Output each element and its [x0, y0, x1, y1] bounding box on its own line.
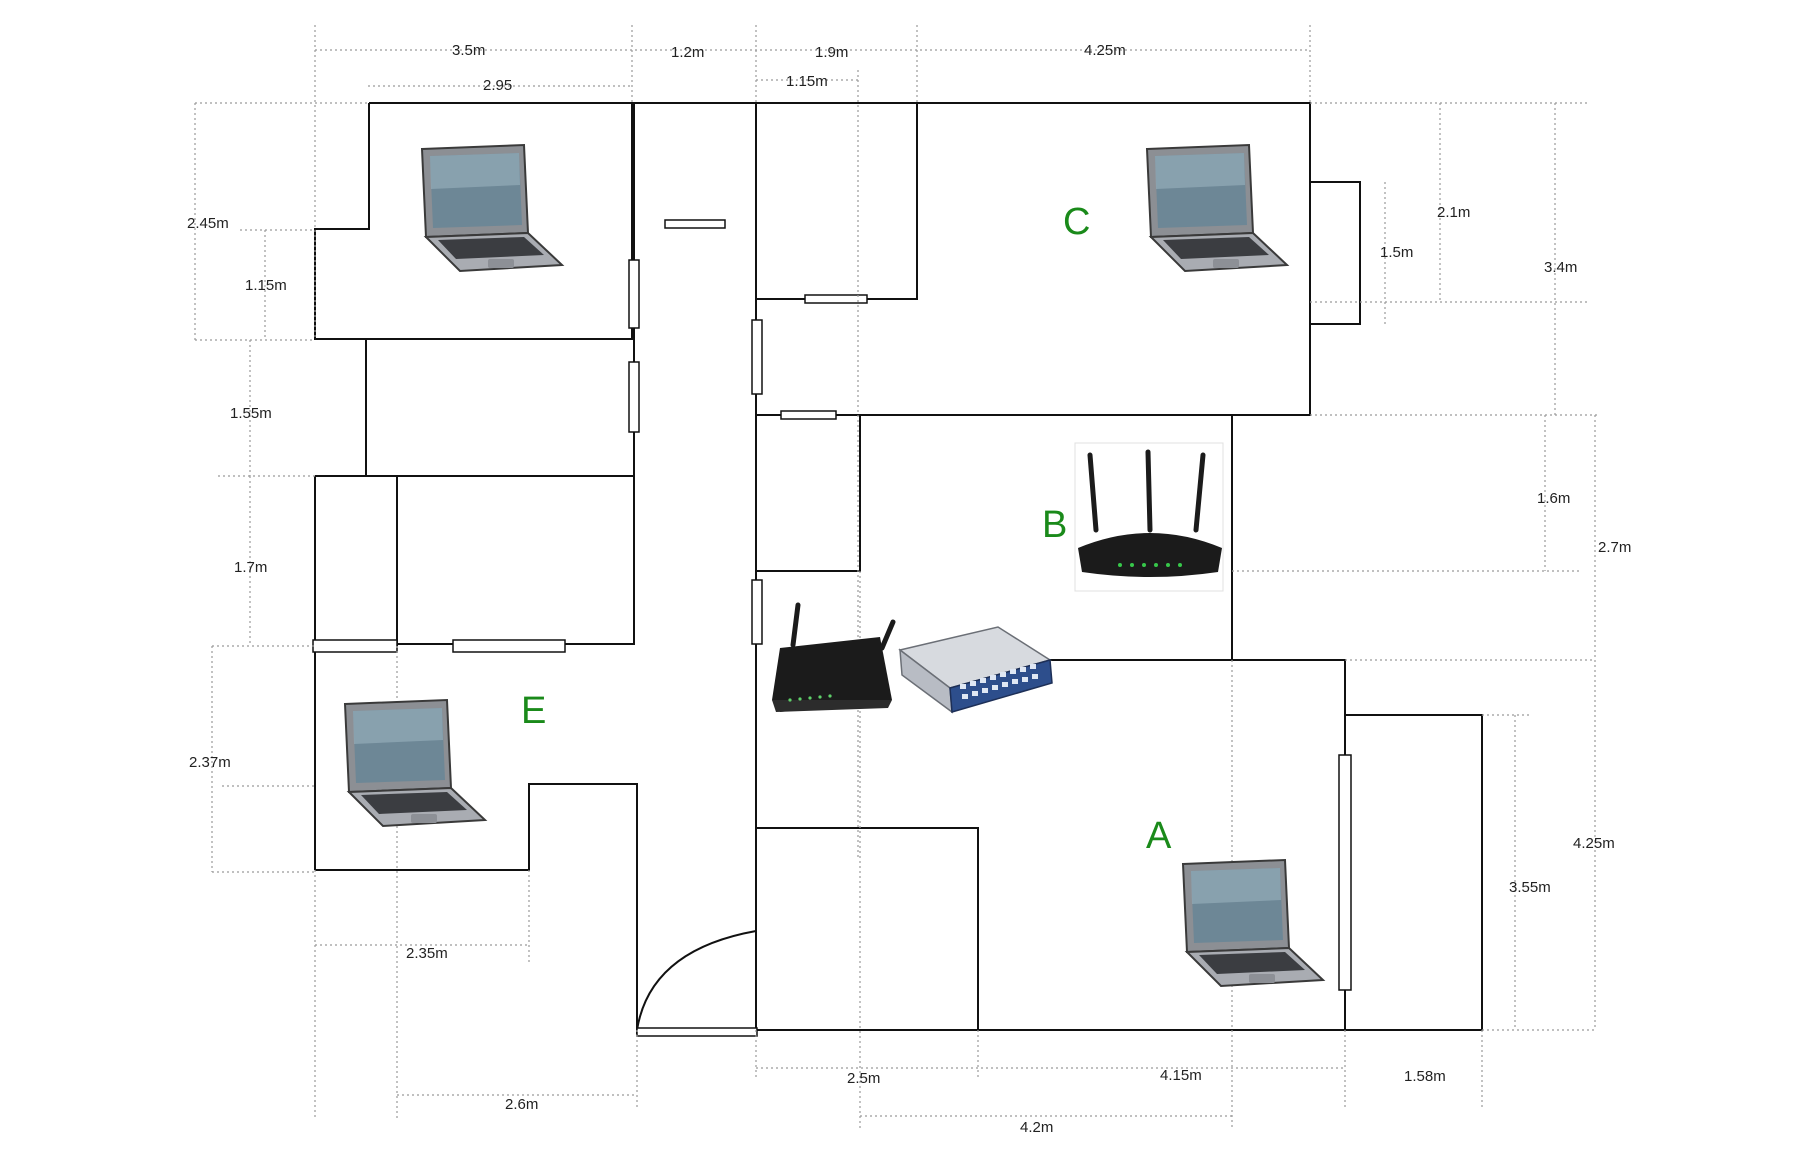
- dim-label: 1.2m: [671, 44, 704, 61]
- windows: [312, 219, 1352, 1037]
- dim-label: 2.5m: [847, 1070, 880, 1087]
- wall-small-room: [756, 415, 861, 572]
- room-label-a: A: [1146, 815, 1172, 857]
- dim-label: 2.1m: [1437, 204, 1470, 221]
- dim-label: 1.9m: [815, 44, 848, 61]
- entrance-door-arc: [636, 930, 757, 1031]
- dim-label: 1.15m: [786, 73, 828, 90]
- dim-label: 3.55m: [1509, 879, 1551, 896]
- dim-label: 4.25m: [1084, 42, 1126, 59]
- dim-label: 2.7m: [1598, 539, 1631, 556]
- dim-label: 2.45m: [187, 215, 229, 232]
- dimension-labels: 3.5m 1.2m 1.9m 4.25m 2.95 1.15m 2.45m 1.…: [187, 42, 1631, 1136]
- wifi-router-icon: [1074, 442, 1224, 592]
- dim-label: 1.15m: [245, 277, 287, 294]
- window-e-2: [452, 639, 566, 653]
- dim-label: 4.25m: [1573, 835, 1615, 852]
- window-corridor-right-1: [751, 319, 763, 395]
- room-labels: C B E A: [521, 201, 1172, 857]
- dim-label: 1.5m: [1380, 244, 1413, 261]
- laptop-icon: [344, 699, 486, 827]
- laptop-icon: [1182, 859, 1324, 987]
- window-corridor-right-2: [751, 579, 763, 645]
- dim-label: 4.2m: [1020, 1119, 1053, 1136]
- dim-label: 3.5m: [452, 42, 485, 59]
- dimension-lines: [194, 25, 1600, 1130]
- wall-lower-middle: [756, 827, 979, 1030]
- dim-label: 1.55m: [230, 405, 272, 422]
- laptop-icon: [421, 144, 563, 272]
- window-entrance: [636, 1027, 758, 1037]
- dim-label: 1.7m: [234, 559, 267, 576]
- window-corridor-mid: [780, 410, 837, 420]
- wall-bay-c: [1310, 181, 1361, 325]
- network-switch-icon: [898, 626, 1053, 714]
- window-room-a: [1338, 754, 1352, 991]
- room-label-c: C: [1063, 201, 1090, 243]
- window-e-1: [312, 639, 398, 653]
- room-label-e: E: [521, 690, 546, 732]
- window-top-corridor: [664, 219, 726, 229]
- dim-label: 4.15m: [1160, 1067, 1202, 1084]
- wall-balcony: [1345, 714, 1483, 1031]
- wall-top-middle-room: [756, 103, 918, 300]
- dim-label: 2.37m: [189, 754, 231, 771]
- room-label-b: B: [1042, 504, 1067, 546]
- dim-label: 1.6m: [1537, 490, 1570, 507]
- window-top-middle: [804, 294, 868, 304]
- dim-label: 1.58m: [1404, 1068, 1446, 1085]
- dim-label: 2.35m: [406, 945, 448, 962]
- dim-label: 3.4m: [1544, 259, 1577, 276]
- dim-label: 2.6m: [505, 1096, 538, 1113]
- wall-room-e-lower: [315, 783, 638, 1034]
- dim-label: 2.95: [483, 77, 512, 94]
- window-left-1: [628, 259, 640, 329]
- laptop-icon: [1146, 144, 1288, 272]
- wall-left-storage: [365, 339, 635, 477]
- window-left-2: [628, 361, 640, 433]
- modem-icon: [772, 602, 896, 712]
